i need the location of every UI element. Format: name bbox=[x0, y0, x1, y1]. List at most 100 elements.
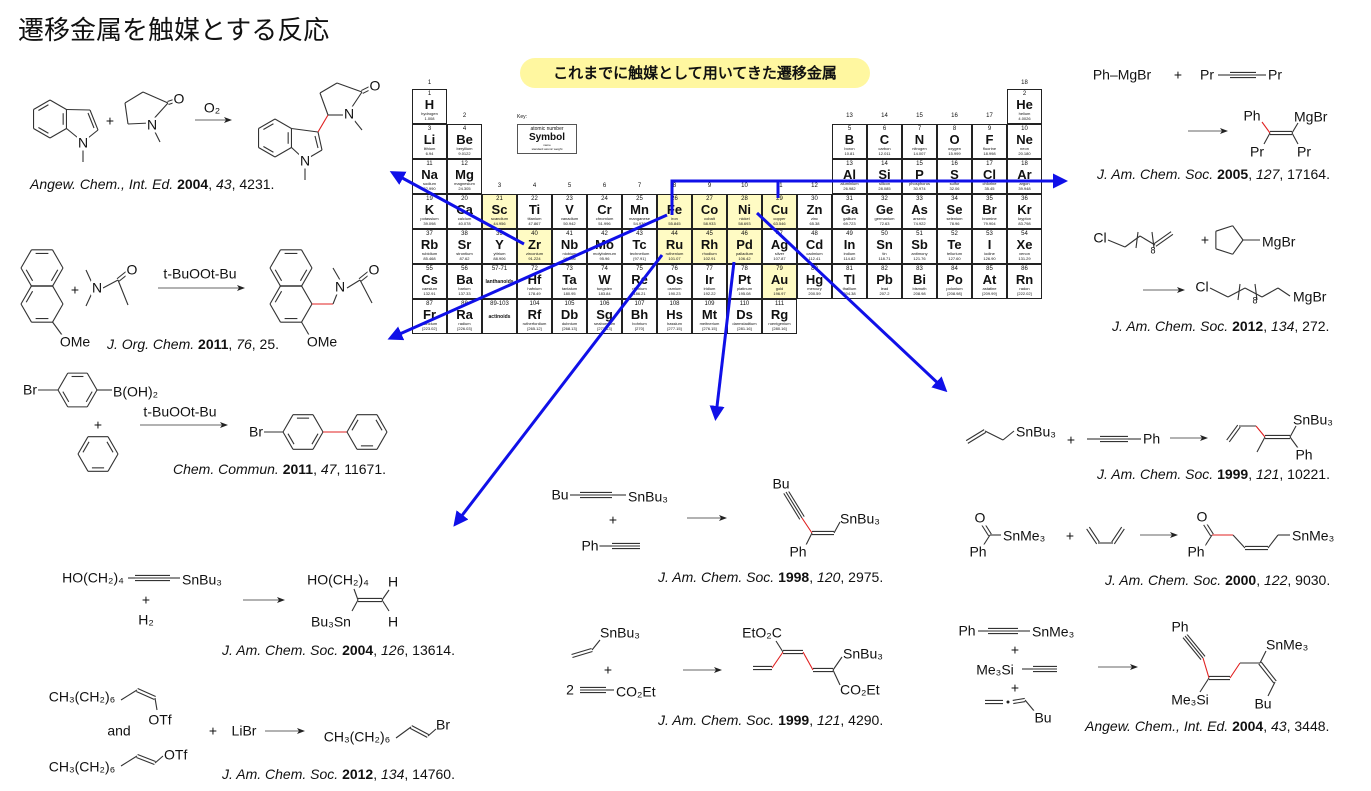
bond bbox=[263, 123, 274, 130]
bond bbox=[351, 419, 359, 431]
group-label: 7 bbox=[637, 183, 642, 189]
citation-year: 2005 bbox=[1217, 166, 1249, 182]
bond bbox=[117, 279, 129, 306]
atomic-weight: 192.22 bbox=[703, 291, 716, 296]
bond bbox=[52, 303, 64, 323]
substituent-label: Pr bbox=[1268, 66, 1282, 83]
bond bbox=[314, 135, 319, 149]
substituent-label: Pr bbox=[1199, 66, 1215, 83]
element-name: iridium bbox=[703, 286, 716, 291]
bond bbox=[33, 128, 51, 139]
element-symbol: B bbox=[844, 132, 855, 147]
element-name: bromine bbox=[982, 216, 997, 221]
citation-page: 3448 bbox=[1294, 718, 1326, 734]
element-symbol: P bbox=[915, 167, 924, 182]
atom-label: H bbox=[386, 573, 400, 590]
reaction-arrow-head bbox=[277, 597, 285, 603]
bond bbox=[301, 285, 313, 305]
bond bbox=[1232, 225, 1244, 241]
plus-sign: + bbox=[69, 281, 81, 298]
bond bbox=[1232, 239, 1244, 255]
atomic-weight: 79.904 bbox=[983, 221, 996, 226]
plus-sign: + bbox=[1009, 641, 1021, 658]
group-label: 18 bbox=[1021, 80, 1028, 86]
bond bbox=[1111, 526, 1123, 543]
bond bbox=[269, 303, 281, 323]
element-name: iron bbox=[671, 216, 678, 221]
substituent-label: Ph bbox=[788, 543, 808, 560]
bond bbox=[785, 491, 803, 519]
atom-label: N bbox=[145, 116, 159, 133]
bond bbox=[25, 269, 34, 282]
element-name: nitrogen bbox=[912, 146, 927, 151]
bond bbox=[1289, 436, 1299, 449]
citation-journal: J. Org. Chem. bbox=[107, 336, 195, 352]
bond bbox=[301, 267, 313, 287]
citation-journal: Chem. Commun. bbox=[173, 461, 279, 477]
bond bbox=[411, 725, 430, 736]
atom-label: O bbox=[125, 261, 139, 278]
plus-sign: + bbox=[1172, 66, 1184, 83]
substituent-label: SnBu₃ bbox=[1016, 423, 1056, 440]
bond bbox=[332, 267, 341, 281]
atomic-weight: 131.29 bbox=[1018, 256, 1031, 261]
reaction-arrow-head bbox=[220, 422, 228, 428]
citation: J. Am. Chem. Soc. 2012, 134, 272. bbox=[1112, 318, 1330, 334]
atom-label: N bbox=[76, 134, 90, 151]
element-name: ruthenium bbox=[665, 251, 684, 256]
citation-volume: 43 bbox=[1271, 718, 1287, 734]
atom-label: Br bbox=[436, 716, 450, 733]
bond bbox=[984, 430, 1004, 441]
atomic-weight: 10.81 bbox=[844, 151, 855, 156]
bond bbox=[1184, 635, 1204, 659]
bond bbox=[120, 755, 138, 767]
atomic-number: 23 bbox=[566, 196, 573, 202]
atomic-number: 3 bbox=[427, 126, 432, 132]
atomic-weight: 14.007 bbox=[913, 151, 926, 156]
substituent-label: SnMe₃ bbox=[1003, 527, 1046, 544]
bond bbox=[1244, 287, 1263, 298]
atomic-number: 109 bbox=[704, 301, 715, 307]
citation-page: 272 bbox=[1302, 318, 1326, 334]
bond bbox=[832, 669, 841, 686]
bond bbox=[301, 303, 313, 323]
bond bbox=[269, 267, 281, 287]
bond bbox=[154, 755, 164, 764]
bond bbox=[1107, 239, 1126, 248]
citation-page: 9030 bbox=[1295, 572, 1327, 588]
bond bbox=[269, 285, 281, 305]
citation-page: 4231 bbox=[239, 176, 271, 192]
bond bbox=[1232, 534, 1246, 549]
bond bbox=[1228, 426, 1241, 443]
element-symbol: Cl bbox=[983, 167, 996, 182]
atomic-number: 16 bbox=[951, 161, 958, 167]
element-name: xenon bbox=[1019, 251, 1030, 256]
group-label: 17 bbox=[986, 113, 993, 119]
citation: Angew. Chem., Int. Ed. 2004, 43, 4231. bbox=[30, 176, 275, 192]
atomic-number: 17 bbox=[986, 161, 993, 167]
atomic-number: 9 bbox=[987, 126, 992, 132]
bond bbox=[359, 279, 373, 304]
substituent-label: MgBr bbox=[1293, 288, 1327, 305]
atomic-weight: 190.23 bbox=[668, 291, 681, 296]
citation: J. Am. Chem. Soc. 1999, 121, 4290. bbox=[658, 712, 884, 728]
bond bbox=[1291, 122, 1299, 134]
plus-sign: + bbox=[1009, 679, 1021, 696]
atomic-number: 54 bbox=[1021, 231, 1028, 237]
citation-page: 2975 bbox=[848, 569, 880, 585]
citation-journal: Angew. Chem., Int. Ed. bbox=[30, 176, 174, 192]
citation-year: 2011 bbox=[198, 336, 229, 352]
substituent-label: SnBu₃ bbox=[628, 488, 668, 505]
key-label: Key: bbox=[517, 114, 528, 120]
bond bbox=[319, 82, 338, 94]
atomic-number: 84 bbox=[951, 266, 958, 272]
bond bbox=[1254, 283, 1258, 301]
element-name: helium bbox=[1018, 111, 1031, 116]
substituent-label: CH₃(CH₂)₆ bbox=[47, 758, 117, 775]
substituent-label: Bu₃Sn bbox=[310, 613, 352, 630]
bond bbox=[20, 267, 32, 287]
bond bbox=[1255, 425, 1266, 438]
